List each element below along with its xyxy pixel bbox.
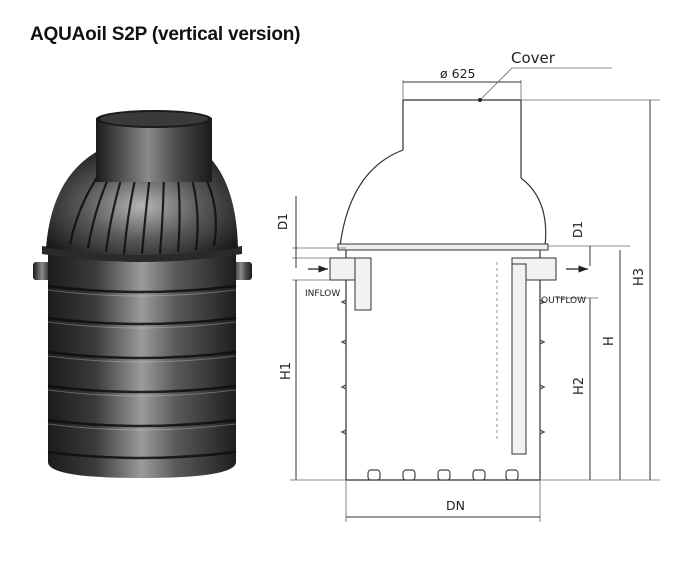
outflow-label: OUTFLOW [541, 296, 586, 306]
h3-label: H3 [632, 268, 647, 286]
bottom-supports [367, 469, 519, 481]
dn-label: DN [446, 498, 465, 513]
outlet-pipe-stub [232, 262, 252, 280]
technical-drawing: Cover ø 625 INFLOW OUTFLOW DN D1 D1 H1 H… [276, 49, 660, 522]
outflow-dip-tube [511, 263, 527, 455]
dome-outline-left [339, 149, 404, 247]
tank-ribs [47, 284, 237, 460]
page-title: AQUAoil S2P (vertical version) [30, 24, 301, 45]
diameter-label: ø 625 [440, 66, 475, 81]
tank-cylinder [48, 250, 236, 478]
d1-right-label: D1 [571, 221, 585, 238]
h-label: H [602, 336, 617, 346]
h2-label: H2 [572, 377, 587, 395]
tank-neck [96, 118, 212, 182]
tank-3d-render [33, 110, 252, 478]
inflow-label: INFLOW [305, 289, 340, 299]
dome-outline-right [520, 177, 547, 247]
h1-label: H1 [279, 362, 294, 380]
cover-label: Cover [511, 49, 556, 67]
d1-left-label: D1 [276, 213, 290, 230]
inflow-pipe [308, 257, 372, 311]
tank-rim-outline [337, 243, 549, 251]
outflow-pipe [496, 257, 588, 455]
